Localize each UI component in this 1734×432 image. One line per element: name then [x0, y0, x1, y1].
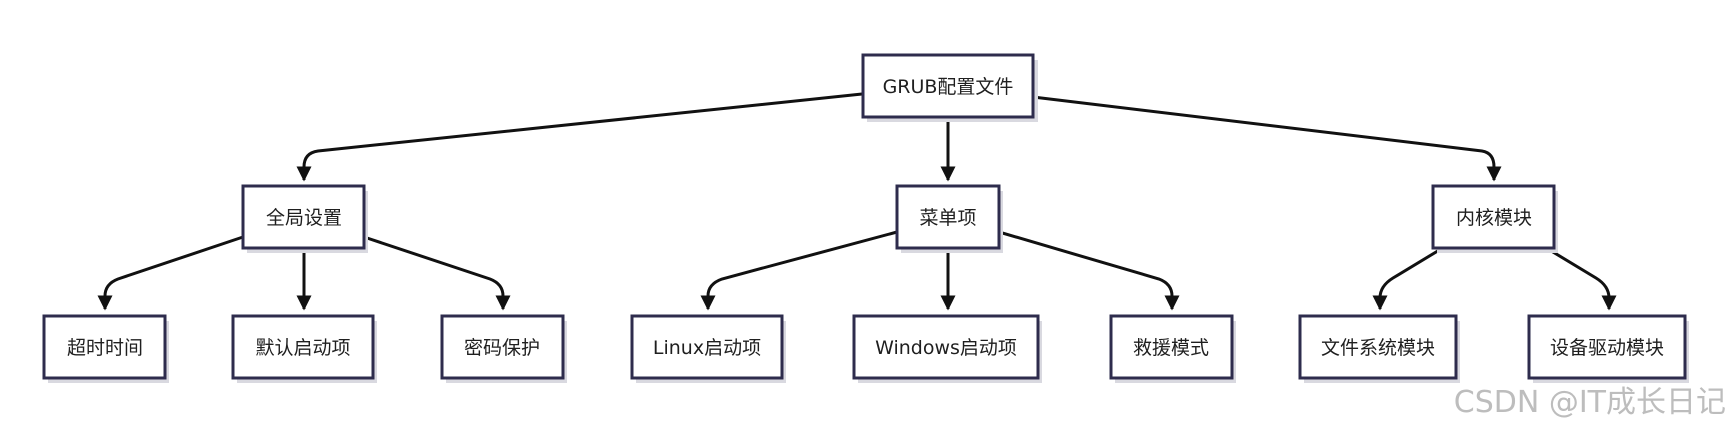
node-driver: 设备驱动模块 — [1527, 314, 1689, 383]
edge-global-timeout — [97, 235, 244, 311]
node-label: Windows启动项 — [875, 337, 1017, 359]
node-global: 全局设置 — [241, 184, 368, 253]
node-root: GRUB配置文件 — [861, 53, 1038, 122]
node-label: 设备驱动模块 — [1550, 337, 1664, 359]
node-windows: Windows启动项 — [852, 314, 1042, 383]
node-label: 救援模式 — [1133, 337, 1209, 359]
edge-root-global — [296, 92, 863, 182]
node-label: 默认启动项 — [255, 337, 350, 359]
node-label: 内核模块 — [1456, 207, 1532, 229]
node-label: 全局设置 — [266, 207, 342, 229]
node-label: Linux启动项 — [653, 337, 761, 359]
edge-kernel-driver — [1547, 247, 1617, 311]
node-rescue: 救援模式 — [1109, 314, 1236, 383]
edge-kernel-fs — [1372, 247, 1442, 311]
node-label: 密码保护 — [464, 337, 540, 359]
watermark-text: CSDN @IT成长日记 — [1454, 385, 1726, 420]
node-kernel: 内核模块 — [1431, 184, 1558, 253]
node-label: 超时时间 — [67, 337, 143, 359]
node-fs: 文件系统模块 — [1298, 314, 1460, 383]
node-label: 文件系统模块 — [1321, 337, 1435, 359]
edge-menu-linux — [700, 230, 898, 311]
node-timeout: 超时时间 — [42, 314, 169, 383]
edge-global-password — [363, 235, 511, 311]
edge-menu-rescue — [998, 230, 1180, 311]
node-menu: 菜单项 — [895, 184, 1003, 253]
node-default: 默认启动项 — [231, 314, 377, 383]
node-password: 密码保护 — [440, 314, 567, 383]
edge-root-kernel — [1032, 95, 1502, 182]
node-label: GRUB配置文件 — [883, 76, 1014, 98]
node-linux: Linux启动项 — [630, 314, 786, 383]
node-label: 菜单项 — [919, 207, 976, 229]
edges — [97, 92, 1617, 311]
